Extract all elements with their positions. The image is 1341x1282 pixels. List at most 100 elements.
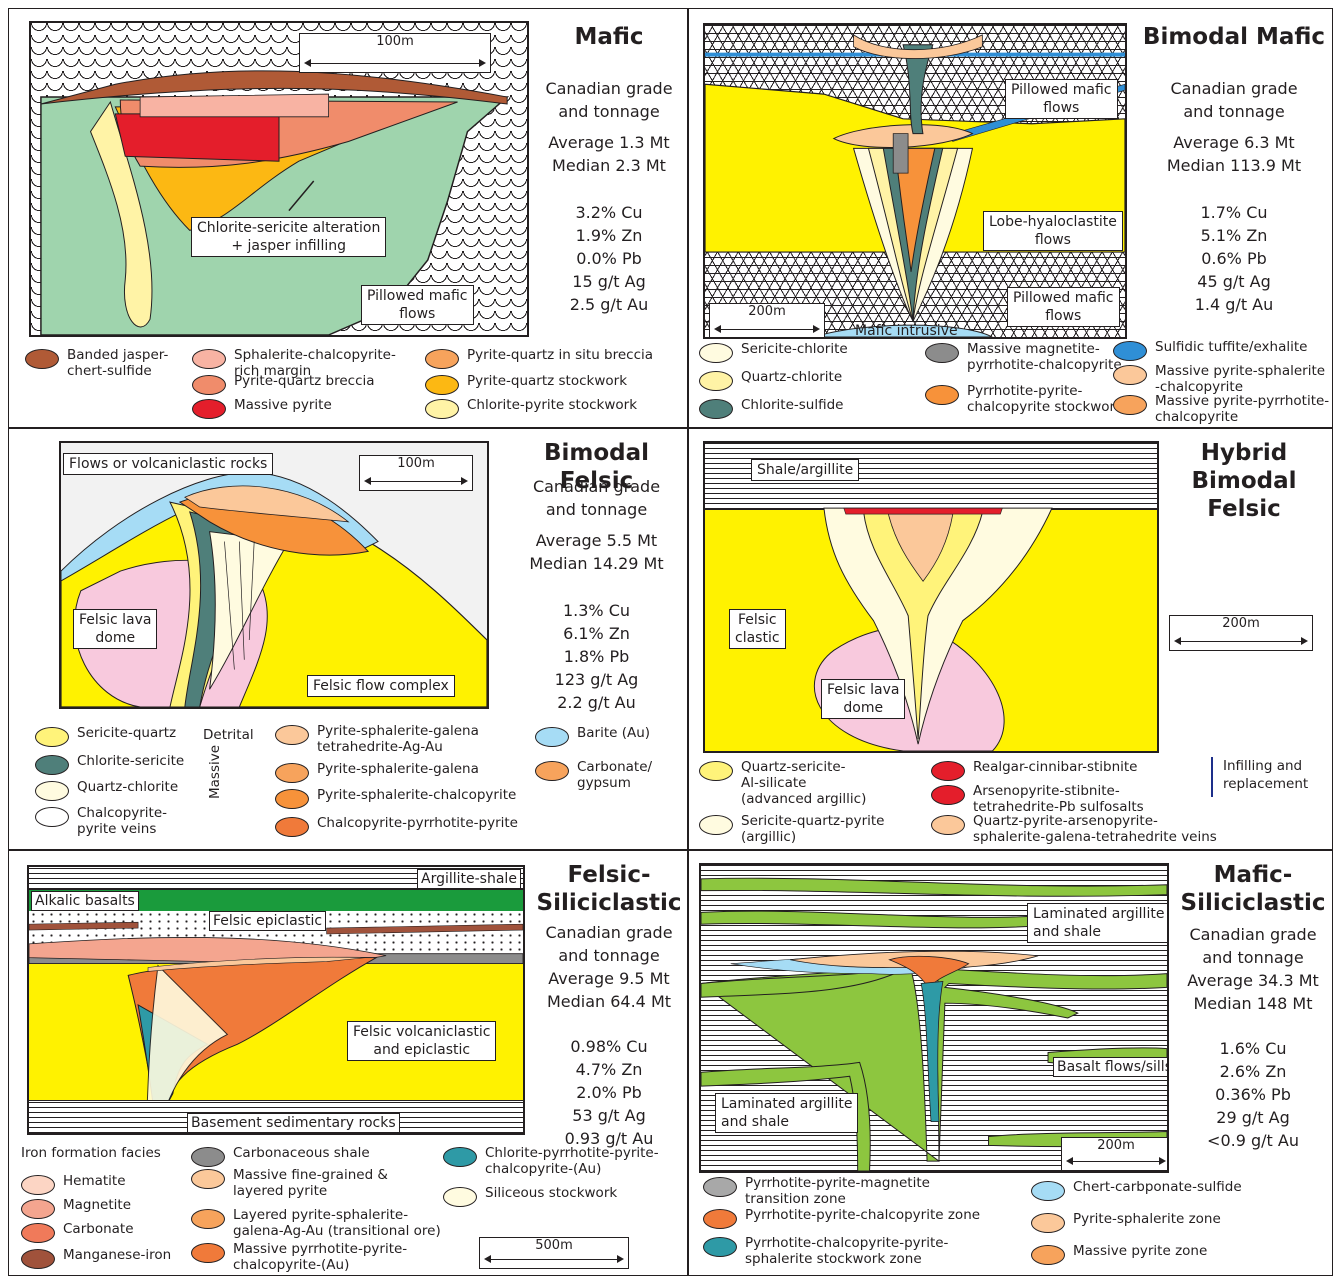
legend-swatch: [1031, 1181, 1065, 1201]
legend-label: Sericite-chlorite: [741, 341, 848, 357]
legend-swatch: [699, 815, 733, 835]
legend-swatch: [275, 789, 309, 809]
bimodal-mafic-title: Bimodal Mafic: [1139, 23, 1329, 51]
legend-swatch: [535, 761, 569, 781]
mafic-sil-title: Mafic-Siliciclastic: [1173, 861, 1333, 917]
legend-swatch: [443, 1147, 477, 1167]
legend-swatch: [1031, 1213, 1065, 1233]
ms-scale-bar: 200m: [1061, 1137, 1169, 1171]
legend-label: Massive pyrrhotite-pyrite-chalcopyrite-(…: [233, 1241, 407, 1273]
legend-label: Manganese-iron: [63, 1247, 171, 1263]
legend-swatch: [925, 385, 959, 405]
panel-hybrid: Shale/argillite Felsicclastic Felsic lav…: [688, 428, 1333, 850]
legend-swatch: [703, 1177, 737, 1197]
legend-swatch: [21, 1223, 55, 1243]
legend-label: Massive pyrite-pyrrhotite-chalcopyrite: [1155, 393, 1329, 425]
fs-label-epiclastic: Felsic epiclastic: [209, 911, 326, 931]
bimodal-felsic-stats: Canadian gradeand tonnage Average 5.5 Mt…: [504, 475, 688, 714]
bimodal-felsic-cross-section: Flows or volcaniclastic rocks 100m Felsi…: [59, 441, 489, 709]
legend-swatch: [699, 761, 733, 781]
legend-swatch: [275, 763, 309, 783]
legend-swatch: [699, 399, 733, 419]
legend-label: Pyrite-sphalerite zone: [1073, 1211, 1221, 1227]
legend-swatch: [192, 375, 226, 395]
legend-label: Barite (Au): [577, 725, 650, 741]
legend-swatch: [192, 349, 226, 369]
legend-swatch: [699, 343, 733, 363]
legend-swatch: [931, 785, 965, 805]
legend-swatch: [931, 761, 965, 781]
bimodal-mafic-cross-section: Pillowed maficflows Lobe-hyaloclastitefl…: [703, 23, 1127, 339]
fs-label-argillite: Argillite-shale: [417, 869, 521, 889]
legend-swatch: [191, 1147, 225, 1167]
bf-label-complex: Felsic flow complex: [307, 675, 455, 697]
legend-label: Realgar-cinnibar-stibnite: [973, 759, 1138, 775]
legend-swatch: [21, 1175, 55, 1195]
legend-label: Siliceous stockwork: [485, 1185, 617, 1201]
legend-label: Chalcopyrite-pyrrhotite-pyrite: [317, 815, 518, 831]
legend-swatch: [275, 817, 309, 837]
legend-swatch: [699, 371, 733, 391]
legend-swatch: [35, 807, 69, 827]
legend-label: Magnetite: [63, 1197, 131, 1213]
bm-scale-bar: 200m: [709, 303, 825, 339]
legend-label: Chlorite-sulfide: [741, 397, 843, 413]
legend-label: Carbonate/gypsum: [577, 759, 652, 791]
legend-swatch: [425, 399, 459, 419]
mafic-sil-legend: Pyrrhotite-pyrite-magnetitetransition zo…: [693, 1173, 1333, 1273]
mafic-scale-bar: 100m: [299, 33, 491, 73]
fs-label-alkalic: Alkalic basalts: [31, 891, 139, 911]
legend-label: Sulfidic tuffite/exhalite: [1155, 339, 1307, 355]
legend-label: Chlorite-pyrite stockwork: [467, 397, 637, 413]
legend-label: Pyrite-quartz breccia: [234, 373, 375, 389]
panel-mafic: 100m Chlorite-sericite alteration+ jaspe…: [8, 8, 688, 428]
legend-swatch: [1113, 341, 1147, 361]
panel-bimodal-felsic: Flows or volcaniclastic rocks 100m Felsi…: [8, 428, 688, 850]
fs-label-basement: Basement sedimentary rocks: [187, 1113, 400, 1133]
legend-label: Carbonaceous shale: [233, 1145, 370, 1161]
legend-label: Pyrrhotite-pyrite-chalcopyrite stockwork: [967, 383, 1123, 415]
legend-swatch: [925, 343, 959, 363]
legend-label: Chalcopyrite-pyrite veins: [77, 805, 167, 837]
legend-swatch: [35, 781, 69, 801]
hybrid-legend: Quartz-sericite-Al-silicate(advanced arg…: [693, 757, 1193, 849]
mafic-legend: Banded jasper-chert-sulfideSphalerite-ch…: [17, 341, 687, 427]
legend-swatch: [192, 399, 226, 419]
legend-label: Banded jasper-chert-sulfide: [67, 347, 168, 379]
legend-swatch: [535, 727, 569, 747]
legend-swatch: [425, 375, 459, 395]
legend-label: Carbonate: [63, 1221, 134, 1237]
bm-label-lobe: Lobe-hyaloclastiteflows: [983, 211, 1123, 251]
legend-label: Massive pyrite: [234, 397, 332, 413]
legend-swatch: [25, 349, 59, 369]
legend-swatch: [1113, 395, 1147, 415]
felsic-sil-title: Felsic-Siliciclastic: [529, 861, 688, 917]
legend-label: Pyrrhotite-pyrite-chalcopyrite zone: [745, 1207, 980, 1223]
bf-scale-bar: 100m: [359, 455, 473, 491]
legend-swatch: [21, 1199, 55, 1219]
legend-label: Sericite-quartz-pyrite(argillic): [741, 813, 884, 845]
ms-label-lam-top: Laminated argilliteand shale: [1027, 903, 1169, 943]
legend-label: Arsenopyrite-stibnite-tetrahedrite-Pb su…: [973, 783, 1144, 815]
legend-label: Chlorite-pyrrhotite-pyrite-chalcopyrite-…: [485, 1145, 659, 1177]
legend-label: Quartz-pyrite-arsenopyrite-sphalerite-ga…: [973, 813, 1217, 845]
legend-swatch: [35, 755, 69, 775]
legend-swatch: [425, 349, 459, 369]
hybrid-infilling-label: Infilling andreplacement: [1223, 757, 1308, 793]
legend-label: Quartz-chlorite: [77, 779, 178, 795]
legend-label: Pyrite-sphalerite-chalcopyrite: [317, 787, 516, 803]
legend-label: Quartz-chlorite: [741, 369, 842, 385]
